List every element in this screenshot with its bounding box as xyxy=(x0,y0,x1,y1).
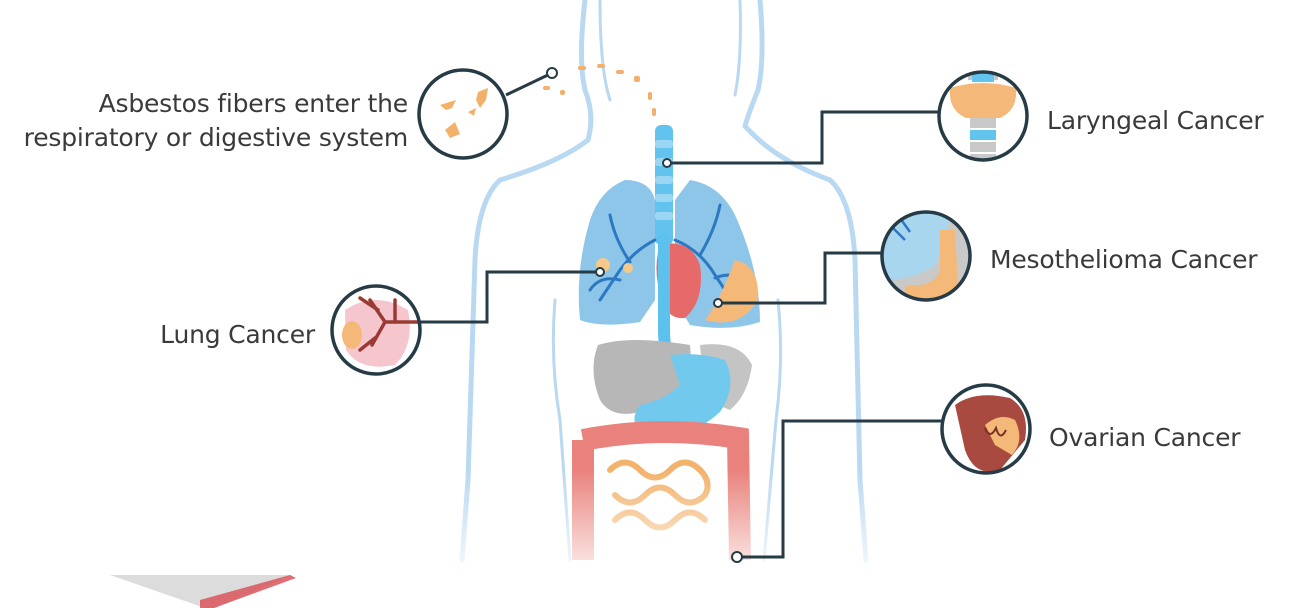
body-fade xyxy=(450,470,890,590)
asbestos-label-line-1: Asbestos fibers enter the xyxy=(0,87,408,121)
lung-tumor-icon xyxy=(332,286,420,374)
connector-laryngeal xyxy=(669,112,940,163)
fiber-path-dots xyxy=(543,64,656,116)
mesothelioma-cancer-label: Mesothelioma Cancer xyxy=(990,243,1257,277)
ovarian-cancer-label: Ovarian Cancer xyxy=(1049,421,1240,455)
larynx-icon xyxy=(939,60,1027,164)
pleura-icon xyxy=(882,212,972,302)
asbestos-label-line-2: respiratory or digestive system xyxy=(0,121,408,155)
asbestos-label: Asbestos fibers enter the respiratory or… xyxy=(0,87,408,155)
lung-cancer-label: Lung Cancer xyxy=(15,318,315,352)
ovary-icon xyxy=(942,385,1030,473)
connector-asbestos xyxy=(506,74,550,95)
laryngeal-cancer-label: Laryngeal Cancer xyxy=(1047,104,1263,138)
trachea xyxy=(655,125,673,245)
connector-lung xyxy=(420,272,600,322)
asbestos-fibers-icon xyxy=(419,70,507,158)
